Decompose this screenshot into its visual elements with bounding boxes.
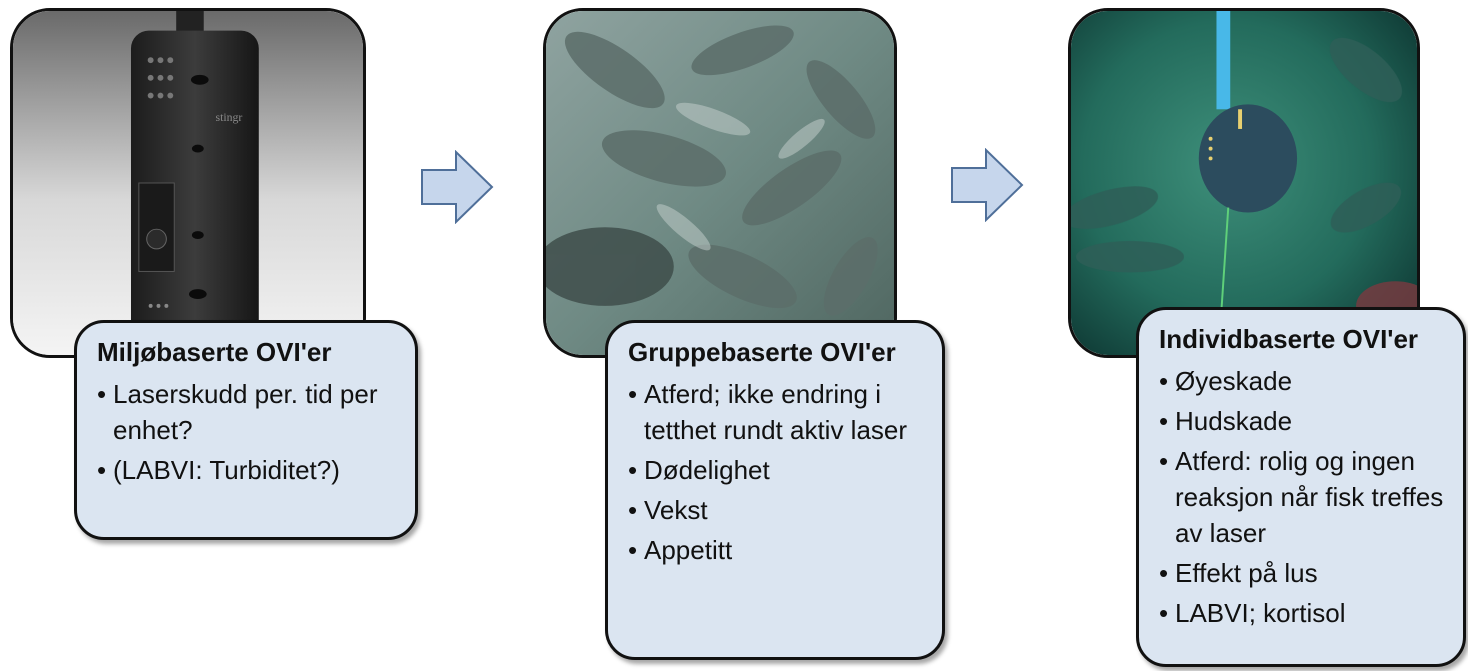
box-title: Individbaserte OVI'er (1159, 324, 1419, 354)
fish-school-image (546, 11, 894, 355)
right-arrow-icon (421, 150, 494, 224)
bullet-list: Øyeskade Hudskade Atferd: rolig og ingen… (1159, 363, 1447, 631)
device-photo: stingr (10, 8, 366, 358)
list-item: Atferd: rolig og ingen reaksjon når fisk… (1159, 443, 1447, 551)
list-item: LABVI; kortisol (1159, 595, 1447, 631)
individual-fish-photo (1068, 8, 1420, 358)
environment-ovi-box: Miljøbaserte OVI'er Laserskudd per. tid … (74, 320, 418, 540)
laser-fish-image (1071, 11, 1417, 355)
list-item: Dødelighet (628, 452, 926, 488)
fish-group-photo (543, 8, 897, 358)
bullet-list: Atferd; ikke endring i tetthet rundt akt… (628, 376, 926, 568)
list-item: (LABVI: Turbiditet?) (97, 452, 399, 488)
list-item: Appetitt (628, 532, 926, 568)
right-arrow-icon (951, 148, 1024, 222)
flow-arrow-1 (420, 150, 494, 224)
bullet-list: Laserskudd per. tid per enhet? (LABVI: T… (97, 376, 399, 488)
list-item: Atferd; ikke endring i tetthet rundt akt… (628, 376, 926, 448)
box-title: Miljøbaserte OVI'er (97, 337, 332, 367)
group-ovi-box: Gruppebaserte OVI'er Atferd; ikke endrin… (605, 320, 945, 660)
box-title: Gruppebaserte OVI'er (628, 337, 896, 367)
laser-device-image: stingr (13, 11, 363, 355)
flow-arrow-2 (950, 148, 1024, 222)
list-item: Vekst (628, 492, 926, 528)
list-item: Øyeskade (1159, 363, 1447, 399)
individual-ovi-box: Individbaserte OVI'er Øyeskade Hudskade … (1136, 307, 1466, 667)
list-item: Laserskudd per. tid per enhet? (97, 376, 399, 448)
list-item: Effekt på lus (1159, 555, 1447, 591)
device-brand-text: stingr (216, 110, 243, 124)
list-item: Hudskade (1159, 403, 1447, 439)
